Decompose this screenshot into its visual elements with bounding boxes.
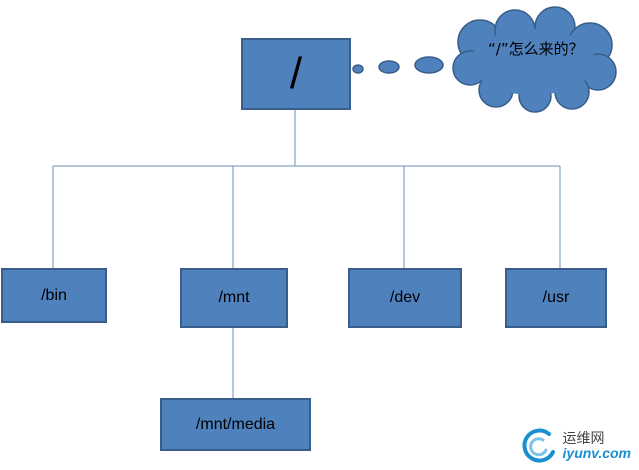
node-usr-label: /usr	[542, 289, 570, 306]
node-dev: /dev	[348, 268, 462, 328]
root-node-label: /	[289, 49, 303, 98]
watermark: 运维网 iyunv.com	[519, 426, 631, 466]
root-node: /	[241, 38, 351, 110]
thought-bubble-medium	[378, 60, 400, 74]
thought-text: “/”怎么来的？	[488, 38, 588, 60]
node-mnt-media: /mnt/media	[160, 398, 311, 451]
node-bin-label: /bin	[41, 286, 67, 304]
thought-bubble-large	[414, 56, 444, 74]
watermark-logo-icon	[521, 428, 555, 463]
node-bin: /bin	[1, 268, 107, 323]
node-dev-label: /dev	[389, 289, 421, 306]
thought-bubble-small	[352, 64, 364, 74]
thought-text-label: “/”怎么来的？	[488, 40, 584, 58]
node-mnt: /mnt	[180, 268, 288, 328]
node-mnt-media-label: /mnt/media	[195, 415, 276, 433]
watermark-en-text: iyunv.com	[562, 445, 631, 461]
watermark-cn-text: 运维网	[562, 431, 605, 447]
node-mnt-label: /mnt	[218, 289, 250, 306]
node-usr: /usr	[505, 268, 607, 328]
